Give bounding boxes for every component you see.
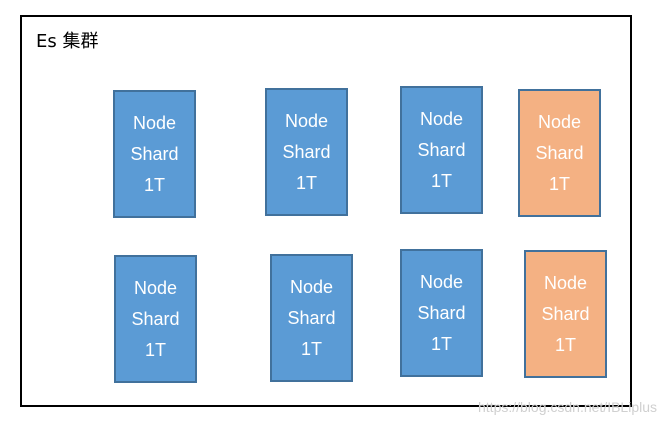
size-label: 1T xyxy=(144,339,166,360)
watermark-text: https://blog.csdn.net/IBLiplus xyxy=(478,399,657,415)
node-box-4: Node Shard 1T xyxy=(518,89,601,217)
node-label: Node xyxy=(132,112,177,133)
shard-label: Shard xyxy=(131,308,180,329)
node-box-6: Node Shard 1T xyxy=(270,254,353,382)
node-label: Node xyxy=(537,111,582,132)
node-box-3: Node Shard 1T xyxy=(400,86,483,214)
size-label: 1T xyxy=(300,338,322,359)
shard-label: Shard xyxy=(541,303,590,324)
shard-label: Shard xyxy=(130,143,179,164)
node-label: Node xyxy=(419,271,464,292)
node-label: Node xyxy=(284,110,329,131)
size-label: 1T xyxy=(548,173,570,194)
node-label: Node xyxy=(289,276,334,297)
size-label: 1T xyxy=(554,334,576,355)
size-label: 1T xyxy=(143,174,165,195)
node-label: Node xyxy=(133,277,178,298)
cluster-title: Es 集群 xyxy=(36,31,99,52)
size-label: 1T xyxy=(430,170,452,191)
node-box-1: Node Shard 1T xyxy=(113,90,196,218)
node-box-7: Node Shard 1T xyxy=(400,249,483,377)
node-box-8: Node Shard 1T xyxy=(524,250,607,378)
es-cluster-container xyxy=(20,15,632,407)
node-box-5: Node Shard 1T xyxy=(114,255,197,383)
node-box-2: Node Shard 1T xyxy=(265,88,348,216)
shard-label: Shard xyxy=(282,141,331,162)
node-label: Node xyxy=(419,108,464,129)
size-label: 1T xyxy=(430,333,452,354)
node-label: Node xyxy=(543,272,588,293)
size-label: 1T xyxy=(295,172,317,193)
shard-label: Shard xyxy=(535,142,584,163)
shard-label: Shard xyxy=(287,307,336,328)
shard-label: Shard xyxy=(417,302,466,323)
shard-label: Shard xyxy=(417,139,466,160)
